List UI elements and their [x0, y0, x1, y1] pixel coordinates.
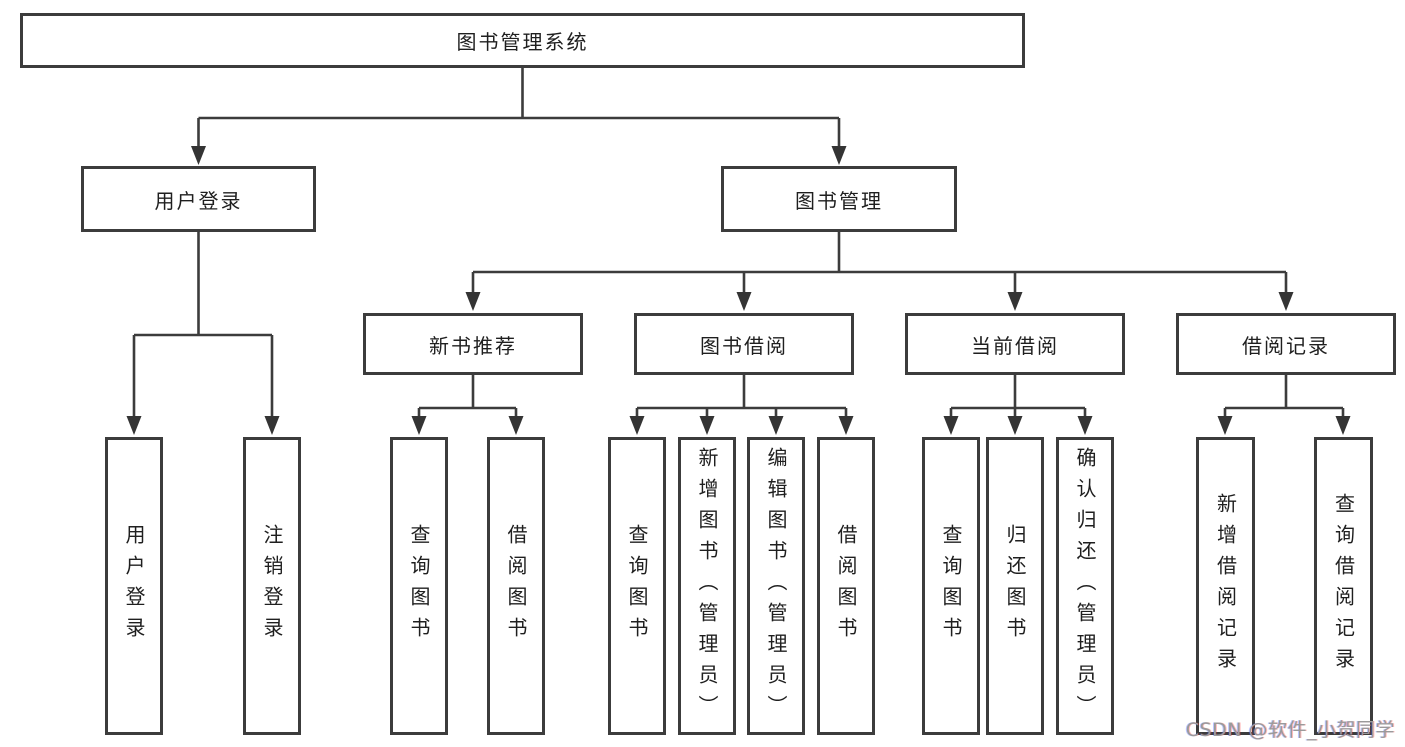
node-borrowing-records: 借阅记录 — [1176, 313, 1396, 375]
branch-current-borrowing — [943, 375, 1093, 435]
node-book-management: 图书管理 — [721, 166, 957, 232]
node-leaf-return-books: 归还图书 — [986, 437, 1044, 735]
branch-user-login — [126, 232, 280, 435]
branch-borrowing-records — [1217, 375, 1351, 435]
node-leaf-user-login: 用户登录 — [105, 437, 163, 735]
node-leaf-confirm-return-admin: 确认归还（管理员） — [1056, 437, 1114, 735]
branch-book-borrowing — [629, 375, 854, 435]
node-leaf-query-books-recommend: 查询图书 — [390, 437, 448, 735]
branch-root — [191, 68, 847, 165]
node-leaf-query-books-current: 查询图书 — [922, 437, 980, 735]
node-new-book-recommend: 新书推荐 — [363, 313, 583, 375]
node-leaf-query-books-borrowing: 查询图书 — [608, 437, 666, 735]
node-leaf-edit-books-admin: 编辑图书（管理员） — [747, 437, 805, 735]
node-leaf-query-borrow-record: 查询借阅记录 — [1314, 437, 1373, 735]
node-leaf-borrow-books-borrowing: 借阅图书 — [817, 437, 875, 735]
node-leaf-borrow-books-recommend: 借阅图书 — [487, 437, 545, 735]
node-book-borrowing: 图书借阅 — [634, 313, 854, 375]
node-root-library-management-system: 图书管理系统 — [20, 13, 1025, 68]
node-user-login: 用户登录 — [81, 166, 316, 232]
node-current-borrowing: 当前借阅 — [905, 313, 1125, 375]
node-leaf-add-books-admin: 新增图书（管理员） — [678, 437, 736, 735]
node-leaf-logout: 注销登录 — [243, 437, 301, 735]
csdn-watermark: CSDN @软件_小贺同学 — [1185, 719, 1395, 741]
node-leaf-add-borrow-record: 新增借阅记录 — [1196, 437, 1255, 735]
branch-book-management — [465, 232, 1294, 311]
branch-new-book-recommend — [411, 375, 524, 435]
